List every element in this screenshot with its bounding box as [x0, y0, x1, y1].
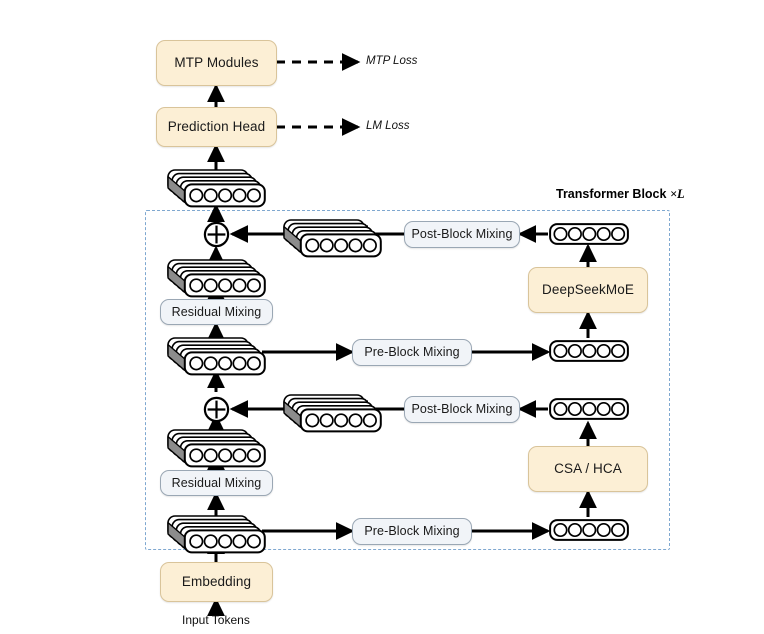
mtp-loss-label: MTP Loss [366, 55, 418, 67]
transformer-block-label-text: Transformer Block [556, 187, 670, 201]
add-operator-lower [202, 395, 231, 429]
token-strip-csahca-out [549, 398, 629, 420]
pre-block-mixing-upper-box[interactable]: Pre-Block Mixing [352, 339, 472, 366]
post-block-mixing-upper-label: Post-Block Mixing [411, 227, 513, 242]
pre-block-mixing-lower-box[interactable]: Pre-Block Mixing [352, 518, 472, 545]
embedding-label: Embedding [181, 574, 252, 590]
mtp-modules-label: MTP Modules [174, 55, 259, 71]
pre-block-mixing-upper-label: Pre-Block Mixing [364, 345, 460, 360]
token-stack-residual-lower-out [167, 429, 269, 470]
token-stack-preblock-upper-in [167, 337, 269, 378]
token-stack-preblock-lower-in [167, 515, 269, 556]
input-tokens-label: Input Tokens [182, 613, 250, 627]
deepseekmoe-label: DeepSeekMoE [542, 282, 634, 298]
token-strip-csahca-in [549, 519, 629, 541]
token-stack-residual-upper-out [167, 259, 269, 300]
transformer-block-multiplier: ×L [669, 187, 685, 201]
prediction-head-label: Prediction Head [167, 119, 266, 135]
csa-hca-label: CSA / HCA [554, 461, 622, 477]
token-stack-postblock-upper-out [283, 219, 385, 260]
residual-mixing-upper-label: Residual Mixing [171, 304, 262, 319]
residual-mixing-lower-box[interactable]: Residual Mixing [160, 470, 273, 496]
post-block-mixing-lower-label: Post-Block Mixing [411, 402, 513, 417]
residual-mixing-lower-label: Residual Mixing [171, 475, 262, 490]
token-strip-deepseekmoe-out [549, 223, 629, 245]
transformer-block-region [145, 210, 670, 550]
token-stack-output [167, 169, 269, 210]
pre-block-mixing-lower-label: Pre-Block Mixing [364, 524, 460, 539]
residual-mixing-upper-box[interactable]: Residual Mixing [160, 299, 273, 325]
prediction-head-box[interactable]: Prediction Head [156, 107, 277, 147]
token-strip-deepseekmoe-in [549, 340, 629, 362]
add-operator-upper [202, 220, 231, 254]
csa-hca-box[interactable]: CSA / HCA [528, 446, 648, 492]
transformer-block-label: Transformer Block ×L [556, 187, 685, 202]
deepseekmoe-box[interactable]: DeepSeekMoE [528, 267, 648, 313]
embedding-box[interactable]: Embedding [160, 562, 273, 602]
mtp-modules-box[interactable]: MTP Modules [156, 40, 277, 86]
post-block-mixing-lower-box[interactable]: Post-Block Mixing [404, 396, 520, 423]
lm-loss-label: LM Loss [366, 120, 410, 132]
post-block-mixing-upper-box[interactable]: Post-Block Mixing [404, 221, 520, 248]
token-stack-postblock-lower-out [283, 394, 385, 435]
